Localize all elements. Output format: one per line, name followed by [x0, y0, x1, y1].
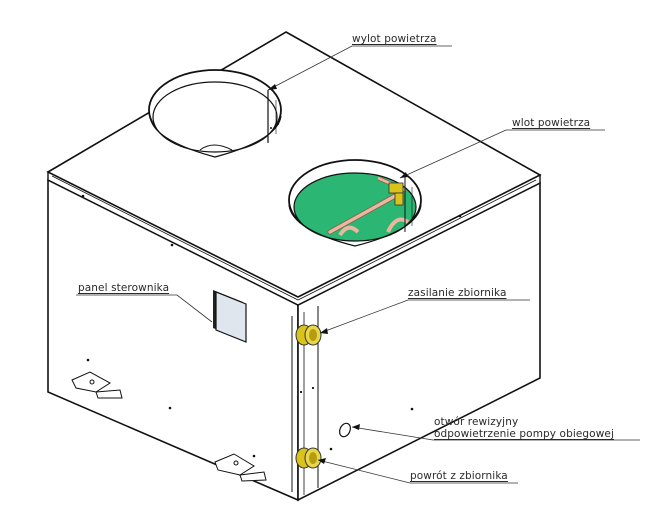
air-inlet-ring — [288, 159, 422, 247]
label-tank-return: powrót z zbiornika — [410, 470, 508, 482]
leader-arrowheads — [268, 84, 408, 464]
label-inspection-hole-line2: odpowietrzenie pompy obiegowej — [434, 428, 614, 440]
tank-supply-fitting — [295, 324, 322, 346]
screws — [81, 194, 462, 458]
label-inspection-hole: otwór rewizyjny odpowietrzenie pompy obi… — [434, 416, 614, 440]
top-face — [46, 31, 542, 298]
label-tank-supply: zasilanie zbiornika — [408, 287, 507, 299]
air-outlet-ring — [148, 69, 282, 158]
controller-panel — [213, 290, 247, 343]
inspection-hole — [338, 422, 352, 438]
leader-lines — [76, 45, 640, 484]
tank-return-fitting — [295, 447, 322, 469]
label-inspection-hole-line1: otwór rewizyjny — [434, 416, 519, 428]
label-air-outlet: wylot powietrza — [352, 33, 437, 45]
mounting-foot-right — [214, 453, 267, 482]
label-controller-panel: panel sterownika — [78, 282, 170, 294]
label-air-inlet: wlot powietrza — [512, 117, 591, 129]
mounting-foot-left — [71, 371, 123, 399]
